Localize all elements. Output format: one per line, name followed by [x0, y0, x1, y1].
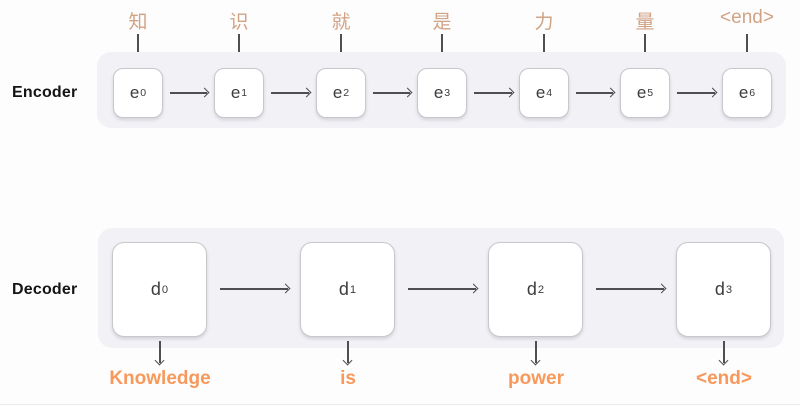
cell-label: d: [150, 279, 161, 299]
arrow-right-icon: [373, 92, 410, 94]
encoder-input-token: 力: [534, 12, 554, 33]
cell-label: e: [129, 83, 140, 102]
arrow-down-icon: [723, 341, 725, 363]
arrow-down-icon: [441, 34, 443, 58]
arrow-down-icon: [340, 34, 342, 58]
arrow-right-icon: [271, 92, 309, 94]
decoder-output-token: is: [340, 368, 356, 389]
arrow-down-icon: [535, 341, 537, 363]
arrow-right-icon: [220, 288, 288, 290]
arrow-down-icon: [137, 34, 139, 58]
cell-label: d: [338, 279, 349, 299]
encoder-input-token: 量: [635, 12, 655, 33]
encoder-input-token: 识: [229, 12, 249, 33]
arrow-right-icon: [677, 92, 715, 94]
encoder-input-token: <end>: [720, 7, 774, 28]
arrow-down-icon: [746, 34, 748, 58]
encoder-input-token: 是: [432, 12, 452, 33]
cell-label: d: [714, 279, 725, 299]
arrow-down-icon: [238, 34, 240, 58]
arrow-down-icon: [644, 34, 646, 58]
cell-label: e: [738, 83, 749, 102]
bottom-divider: [0, 404, 800, 405]
decoder-label: Decoder: [12, 281, 78, 298]
decoder-output-token: <end>: [696, 368, 752, 389]
cell-label: e: [636, 83, 647, 102]
arrow-right-icon: [576, 92, 613, 94]
decoder-output-token: power: [508, 368, 564, 389]
cell-label: d: [526, 279, 537, 299]
encoder-input-token: 知: [128, 12, 148, 33]
cell-label: e: [332, 83, 343, 102]
cell-label: e: [230, 83, 241, 102]
arrow-down-icon: [159, 341, 161, 363]
decoder-output-token: Knowledge: [109, 368, 211, 389]
encoder-input-token: 就: [331, 12, 351, 33]
arrow-right-icon: [408, 288, 476, 290]
arrow-right-icon: [170, 92, 207, 94]
encoder-label: Encoder: [12, 84, 78, 101]
arrow-right-icon: [474, 92, 512, 94]
arrow-down-icon: [543, 34, 545, 58]
cell-label: e: [535, 83, 546, 102]
cell-label: e: [433, 83, 444, 102]
arrow-down-icon: [347, 341, 349, 363]
arrow-right-icon: [596, 288, 664, 290]
